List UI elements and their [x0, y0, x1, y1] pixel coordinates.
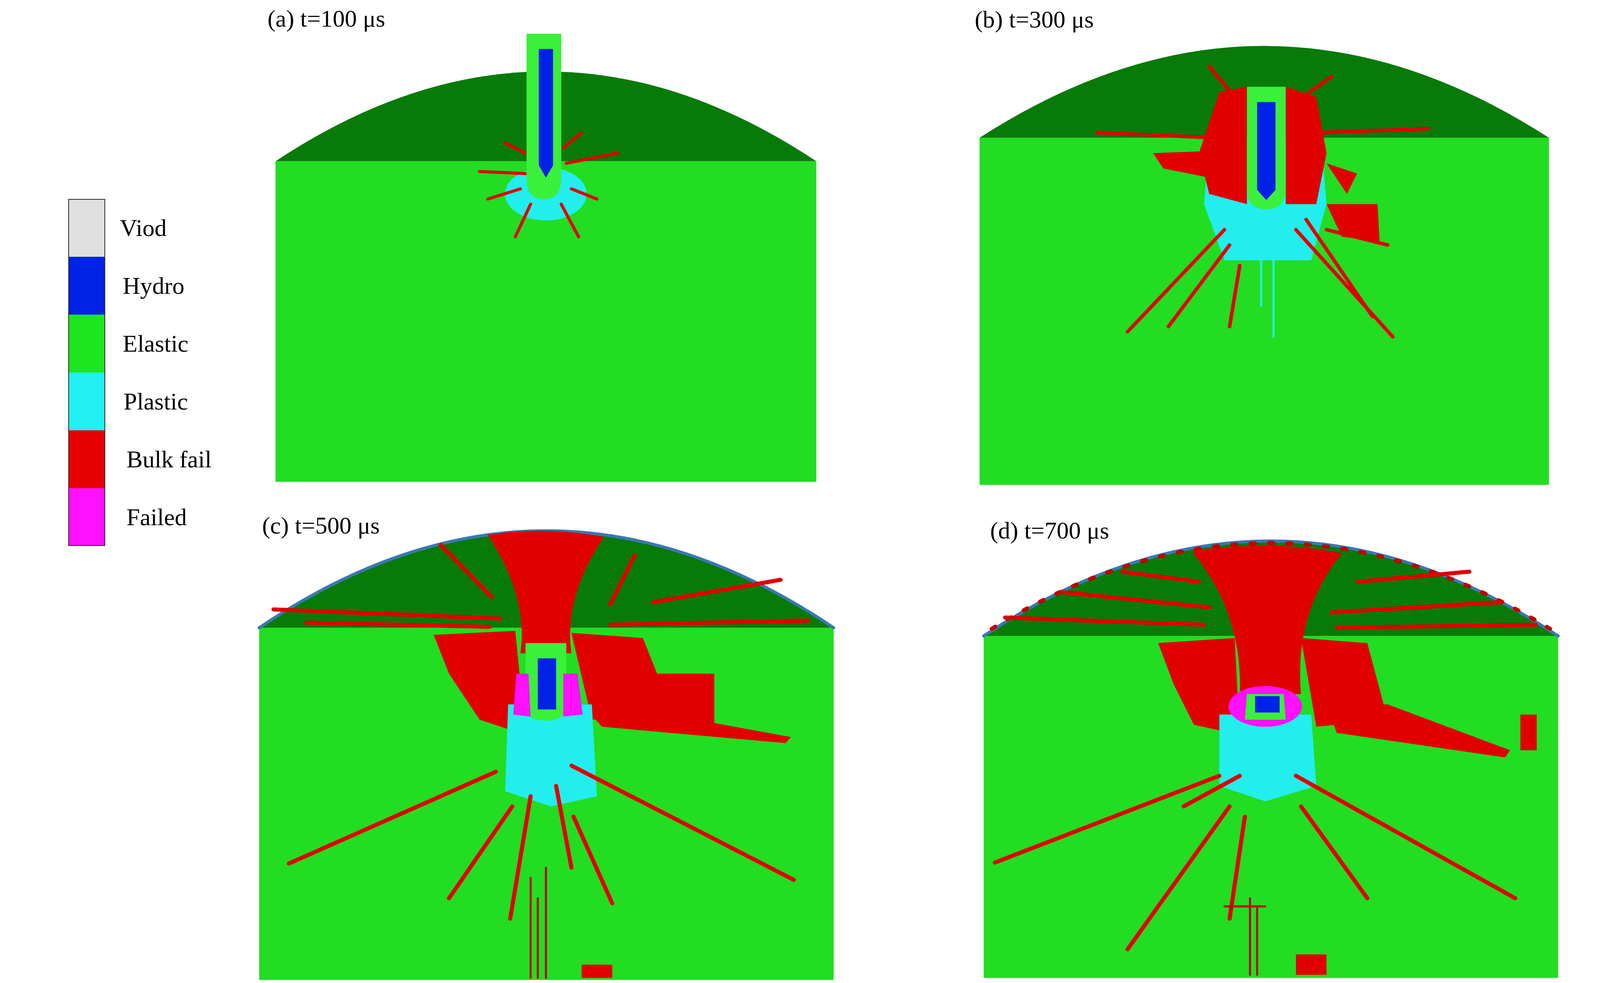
panel-title: (c) t=500 μs: [262, 510, 380, 540]
legend-swatch: [68, 314, 106, 373]
panel-title: (d) t=700 μs: [990, 515, 1110, 545]
panel-title: (b) t=300 μs: [974, 4, 1094, 35]
legend-swatch: [68, 256, 106, 315]
legend-swatch: [68, 487, 106, 546]
legend-text: Failed: [126, 502, 187, 532]
legend-text: Hydro: [122, 271, 185, 301]
legend-text: Viod: [119, 213, 167, 243]
panel-d: [983, 540, 1558, 978]
legend-text: Plastic: [123, 386, 189, 417]
panel-b: [979, 45, 1550, 485]
legend-text: Elastic: [122, 329, 189, 359]
legend-swatch: [68, 198, 106, 257]
panel-a: [275, 33, 817, 482]
legend-swatch: [68, 372, 106, 431]
legend-swatch: [68, 430, 106, 488]
panel-c: [259, 530, 834, 980]
panel-title: (a) t=100 μs: [267, 4, 386, 34]
legend-text: Bulk fail: [126, 444, 212, 474]
